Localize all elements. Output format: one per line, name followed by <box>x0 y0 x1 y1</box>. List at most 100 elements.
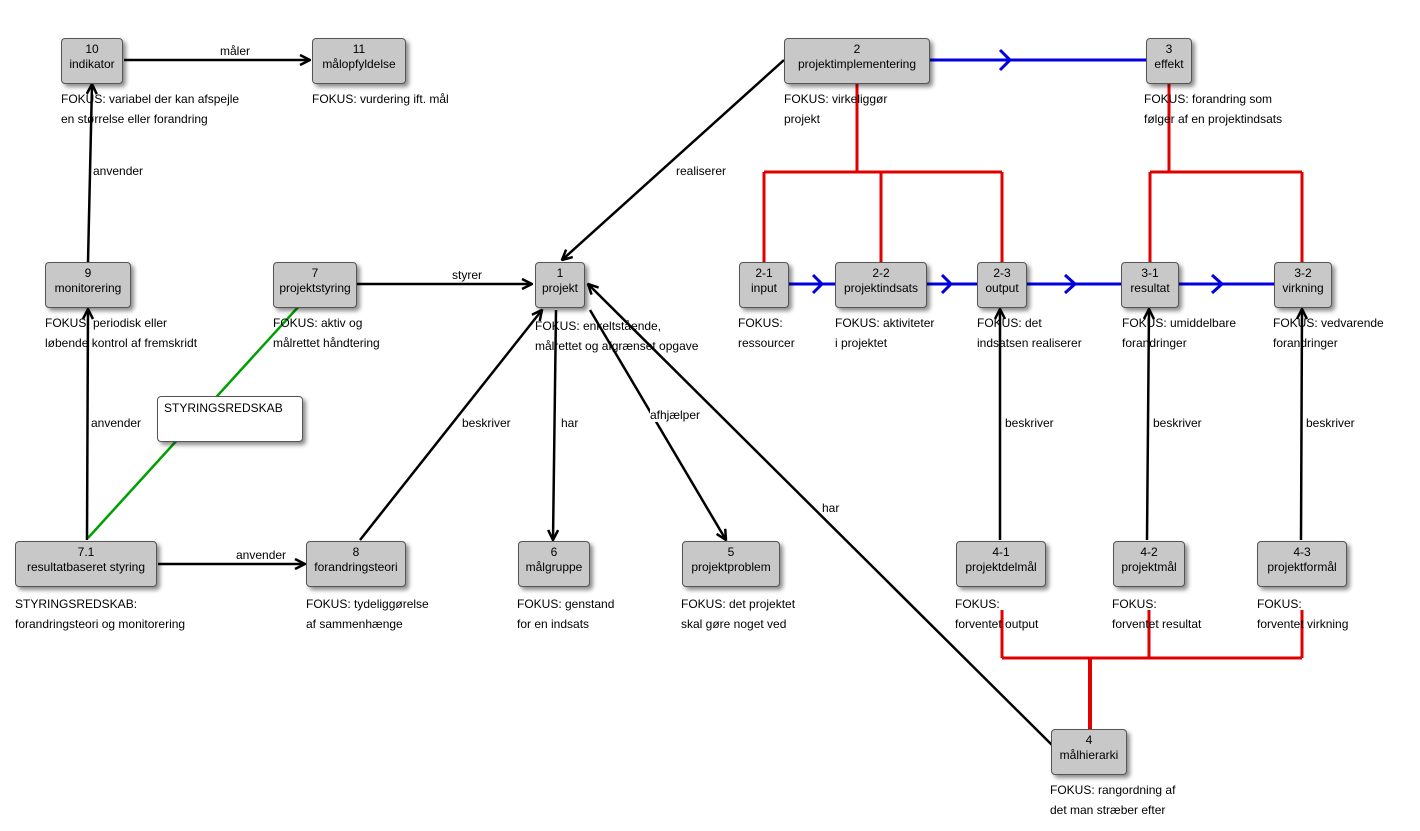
focus-line: FOKUS: aktiv og <box>273 316 363 330</box>
node-label: projektindsats <box>843 281 919 295</box>
node-label: målopfyldelse <box>322 57 396 71</box>
node-number: 3-1 <box>1141 266 1159 280</box>
focus-line: FOKUS: <box>1257 597 1302 611</box>
edge-1-6 <box>553 309 556 540</box>
focus-line: projekt <box>784 112 821 126</box>
node-10-indikator[interactable]: 10 indikator <box>61 38 123 84</box>
edge-label-styrer: styrer <box>452 268 482 282</box>
focus-line: FOKUS: umiddelbare <box>1122 316 1237 330</box>
node-number: 9 <box>84 266 92 280</box>
focus-line: ressourcer <box>738 336 795 350</box>
focus-line: forventet resultat <box>1112 617 1202 631</box>
focus-3-2: FOKUS: vedvarende forandringer <box>1273 313 1384 353</box>
edge-2-1 <box>562 59 785 260</box>
focus-line: FOKUS: variabel der kan afspejle <box>61 92 240 106</box>
focus-line: FOKUS: enkeltstående, <box>535 319 662 333</box>
node-2-3-output[interactable]: 2-3 output <box>977 262 1027 308</box>
relation-arrows <box>87 59 1302 746</box>
node-number: 6 <box>550 545 558 559</box>
focus-4: FOKUS: rangordning af det man stræber ef… <box>1050 780 1175 820</box>
node-label: effekt <box>1154 57 1184 71</box>
flow-chevron-31-32 <box>1210 273 1225 295</box>
focus-6: FOKUS: genstand for en indsats <box>517 594 614 634</box>
node-1-projekt[interactable]: 1 projekt <box>535 262 585 308</box>
focus-4-1: FOKUS: forventet output <box>955 594 1038 634</box>
focus-2-3: FOKUS: det indsatsen realiserer <box>977 313 1082 353</box>
focus-line: FOKUS: vedvarende <box>1273 316 1384 330</box>
focus-4-2: FOKUS: forventet resultat <box>1112 594 1201 634</box>
focus-line: en størrelse eller forandring <box>61 112 208 126</box>
node-number: 4-1 <box>992 545 1010 559</box>
node-number: 7.1 <box>77 545 95 559</box>
node-label: projektstyring <box>279 281 351 295</box>
styringsredskab-note-label: STYRINGSREDSKAB <box>164 401 283 415</box>
node-3-effekt[interactable]: 3 effekt <box>1146 38 1192 84</box>
focus-line: FOKUS: vurdering ift. mål <box>312 92 449 106</box>
node-label: input <box>750 281 778 295</box>
node-4-2-projektmaal[interactable]: 4-2 projektmål <box>1113 541 1185 587</box>
node-number: 4-3 <box>1293 545 1311 559</box>
focus-line: forventet virkning <box>1257 617 1349 631</box>
focus-line: FOKUS: forandring som <box>1144 92 1273 106</box>
node-7-projektstyring[interactable]: 7 projektstyring <box>273 262 357 308</box>
edge-8-1 <box>359 310 542 541</box>
focus-line: løbende kontrol af fremskridt <box>45 336 198 350</box>
node-label: projektmål <box>1121 560 1177 574</box>
node-4-1-projektdelmaal[interactable]: 4-1 projektdelmål <box>956 541 1046 587</box>
focus-2-2: FOKUS: aktiviteter i projektet <box>835 313 934 353</box>
focus-line: indsatsen realiserer <box>977 336 1082 350</box>
node-2-projektimplementering[interactable]: 2 projektimplementering <box>784 38 930 84</box>
focus-line: målrettet og afgrænset opgave <box>535 339 699 353</box>
node-label: forandringsteori <box>314 560 398 574</box>
focus-3: FOKUS: forandring som følger af en proje… <box>1144 89 1282 129</box>
node-number: 2-1 <box>755 266 773 280</box>
focus-line: FOKUS: periodisk eller <box>45 316 168 330</box>
node-4-3-projektformaal[interactable]: 4-3 projektformål <box>1257 541 1347 587</box>
edge-1-5 <box>588 309 726 540</box>
focus-line: skal gøre noget ved <box>681 617 787 631</box>
node-label: indikator <box>69 57 115 71</box>
edge-label-beskriver-42: beskriver <box>1153 416 1202 430</box>
node-label: projekt <box>541 281 579 295</box>
edge-label-anvender-9: anvender <box>91 416 142 430</box>
edge-label-realiserer: realiserer <box>676 164 727 178</box>
node-2-1-input[interactable]: 2-1 input <box>739 262 789 308</box>
focus-7: FOKUS: aktiv og målrettet håndtering <box>273 313 380 353</box>
node-5-projektproblem[interactable]: 5 projektproblem <box>682 541 780 587</box>
edge-label-anvender-10: anvender <box>93 164 144 178</box>
flow-chevron-21-22 <box>811 273 825 295</box>
node-11-maalopfyldelse[interactable]: 11 målopfyldelse <box>312 38 406 84</box>
node-number: 10 <box>85 42 99 56</box>
node-4-maalhierarki[interactable]: 4 målhierarki <box>1051 729 1127 775</box>
focus-1: FOKUS: enkeltstående, målrettet og afgræ… <box>535 316 698 356</box>
focus-line: FOKUS: <box>738 316 783 330</box>
focus-line: FOKUS: aktiviteter <box>835 316 935 330</box>
focus-line: FOKUS: tydeliggørelse <box>306 597 429 611</box>
edge-71-9 <box>87 309 88 541</box>
edge-label-maaler: måler <box>220 44 251 58</box>
node-8-forandringsteori[interactable]: 8 forandringsteori <box>306 541 406 587</box>
node-9-monitorering[interactable]: 9 monitorering <box>45 262 131 308</box>
node-number: 11 <box>352 42 366 56</box>
node-number: 4 <box>1085 733 1093 747</box>
node-6-maalgruppe[interactable]: 6 målgruppe <box>518 541 590 587</box>
node-3-1-resultat[interactable]: 3-1 resultat <box>1121 262 1179 308</box>
edge-label-anvender-8: anvender <box>236 548 287 562</box>
node-2-2-projektindsats[interactable]: 2-2 projektindsats <box>835 262 927 308</box>
focus-4-3: FOKUS: forventet virkning <box>1257 594 1348 634</box>
focus-10: FOKUS: variabel der kan afspejle en stør… <box>61 89 239 129</box>
node-label: resultatbaseret styring <box>26 560 146 574</box>
node-label: output <box>985 281 1019 295</box>
node-number: 4-2 <box>1140 545 1158 559</box>
node-label: målhierarki <box>1059 748 1119 762</box>
focus-line: i projektet <box>835 336 888 350</box>
node-label: projektformål <box>1267 560 1337 574</box>
edge-42-31 <box>1147 309 1149 541</box>
node-label: virkning <box>1282 281 1324 295</box>
focus-line: FOKUS: <box>1112 597 1157 611</box>
edge-9-10 <box>88 84 92 263</box>
node-7-1-resultatbaseret-styring[interactable]: 7.1 resultatbaseret styring <box>15 541 157 587</box>
node-3-2-virkning[interactable]: 3-2 virkning <box>1274 262 1332 308</box>
styringsredskab-note[interactable]: STYRINGSREDSKAB <box>157 396 303 442</box>
